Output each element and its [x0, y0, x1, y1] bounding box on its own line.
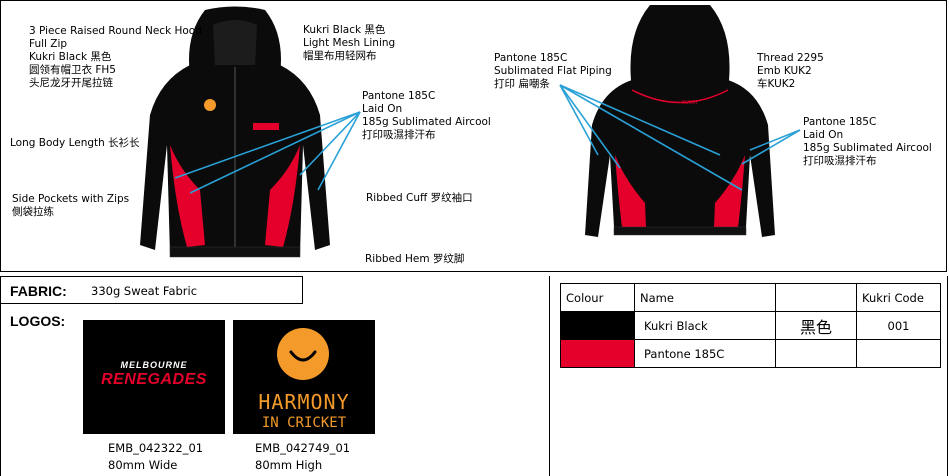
piping-callout: Pantone 185C Sublimated Flat Piping 打印 扁… [494, 52, 612, 91]
table-row: Kukri Black 黑色 001 [560, 311, 941, 340]
piping-line-2: Sublimated Flat Piping [494, 65, 612, 77]
colour-swatch [560, 339, 635, 368]
pockets-line-2: 側袋拉练 [12, 206, 54, 218]
colour-table: Colour Name Kukri Code Kukri Black 黑色 00… [560, 283, 941, 368]
callout-lines [174, 84, 801, 194]
colour-name: Kukri Black [634, 311, 776, 340]
header-colour: Colour [560, 283, 635, 312]
colour-chinese [775, 339, 857, 368]
front-laid-line-4: 打印吸濕排汗布 [362, 129, 436, 141]
pockets-callout: Side Pockets with Zips 側袋拉练 [12, 193, 129, 219]
lining-line-2: Light Mesh Lining [303, 37, 396, 49]
pockets-line-1: Side Pockets with Zips [12, 193, 130, 205]
table-row: Pantone 185C [560, 339, 941, 368]
fabric-box [0, 276, 303, 304]
colour-code [856, 339, 941, 368]
logo-1-line-2: RENEGADES [101, 371, 207, 388]
front-laid-line-2: Laid On [362, 103, 403, 115]
colour-chinese: 黑色 [775, 311, 857, 340]
lining-line-3: 帽里布用轻网布 [303, 50, 377, 62]
header-name: Name [634, 283, 776, 312]
hem-callout: Ribbed Hem 罗纹脚 [365, 253, 465, 265]
harmony-smile-icon [277, 328, 329, 380]
colour-swatch [560, 311, 635, 340]
header-chinese [775, 283, 857, 312]
thread-line-2: Emb KUK2 [757, 65, 812, 77]
renegades-logo: MELBOURNE RENEGADES [83, 320, 225, 434]
thread-line-3: 车KUK2 [757, 78, 796, 90]
logo-1-size: 80mm Wide [108, 458, 178, 472]
back-hoodie-drawing: KUKRI [585, 5, 775, 237]
header-kukri-code: Kukri Code [856, 283, 941, 312]
hood-line-3: Kukri Black 黑色 [29, 51, 112, 63]
spec-panel [0, 276, 948, 476]
piping-line-1: Pantone 185C [494, 52, 568, 64]
fabric-value: 330g Sweat Fabric [91, 284, 198, 298]
logos-heading: LOGOS: [10, 313, 66, 329]
lining-line-1: Kukri Black 黑色 [303, 24, 386, 36]
logo-1-caption: EMB_042322_01 80mm Wide [108, 440, 203, 474]
colour-code: 001 [856, 311, 941, 340]
hood-line-1: 3 Piece Raised Round Neck Hood [29, 25, 202, 37]
front-laid-line-3: 185g Sublimated Aircool [362, 116, 491, 128]
hood-line-4: 圆领有帽卫衣 FH5 [29, 64, 116, 76]
harmony-logo: HARMONY IN CRICKET [233, 320, 375, 434]
cuff-callout: Ribbed Cuff 罗纹袖口 [366, 192, 473, 204]
front-hoodie-drawing [140, 6, 330, 258]
colour-name: Pantone 185C [634, 339, 776, 368]
garment-drawing-panel [0, 0, 947, 272]
hood-callout: 3 Piece Raised Round Neck Hood Full Zip … [29, 25, 202, 90]
front-laid-on-callout: Pantone 185C Laid On 185g Sublimated Air… [362, 90, 491, 142]
logo-2-code: EMB_042749_01 [255, 441, 351, 455]
logo-1-line-1: MELBOURNE [120, 360, 188, 370]
logo-1-code: EMB_042322_01 [108, 441, 204, 455]
thread-line-1: Thread 2295 [757, 52, 824, 64]
lining-callout: Kukri Black 黑色 Light Mesh Lining 帽里布用轻网布 [303, 24, 395, 63]
front-laid-line-1: Pantone 185C [362, 90, 436, 102]
back-laid-line-4: 打印吸濕排汗布 [803, 155, 877, 167]
hood-line-2: Full Zip [29, 38, 68, 50]
section-divider [549, 276, 550, 476]
hood-line-5: 头尼龙牙开尾拉链 [29, 77, 113, 89]
logo-2-caption: EMB_042749_01 80mm High [255, 440, 350, 474]
back-laid-line-3: 185g Sublimated Aircool [803, 142, 932, 154]
colour-table-header: Colour Name Kukri Code [560, 283, 941, 312]
back-laid-line-1: Pantone 185C [803, 116, 877, 128]
back-laid-on-callout: Pantone 185C Laid On 185g Sublimated Air… [803, 116, 932, 168]
logo-2-size: 80mm High [255, 458, 323, 472]
back-laid-line-2: Laid On [803, 129, 844, 141]
piping-line-3: 打印 扁嘲条 [494, 78, 550, 90]
logo-2-line-2: IN CRICKET [261, 415, 347, 431]
fabric-heading: FABRIC: [10, 283, 67, 299]
svg-text:KUKRI: KUKRI [682, 100, 697, 106]
logo-2-line-1: HARMONY [258, 390, 350, 414]
thread-callout: Thread 2295 Emb KUK2 车KUK2 [757, 52, 824, 91]
body-length-callout: Long Body Length 长衫长 [10, 137, 140, 149]
